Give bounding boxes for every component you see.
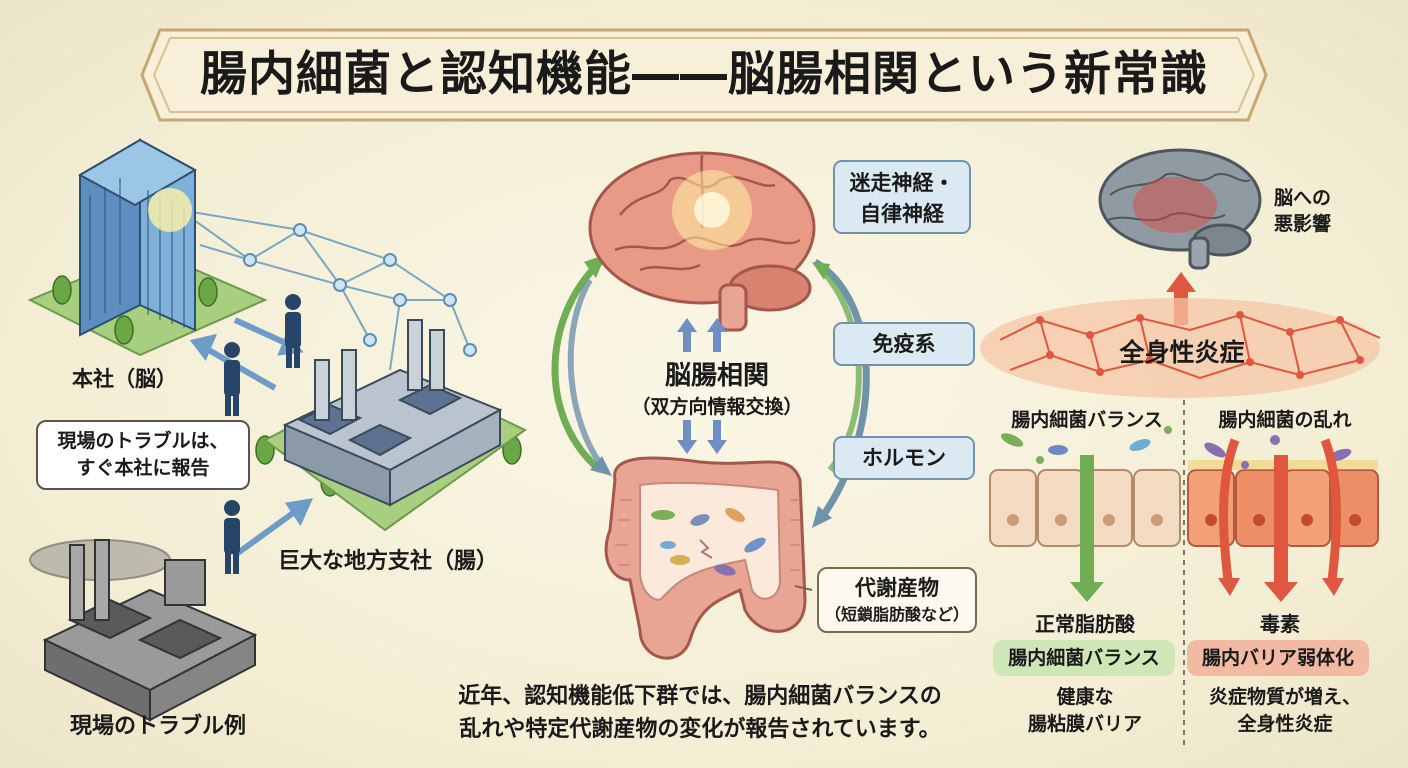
brain-effect-label: 脳への 悪影響 [1274, 185, 1331, 237]
left-arrow-up [551, 259, 603, 473]
intestine-image [604, 456, 807, 660]
bubble-line-1: 現場のトラブルは、 [57, 430, 229, 452]
healthy-epithelium [989, 469, 1181, 547]
pathway-nerve-line-2: 自律神経 [860, 202, 944, 226]
company-analogy-illustration [27, 138, 527, 722]
pathway-immune-box: 免疫系 [833, 322, 975, 366]
affected-brain-image [1098, 148, 1262, 270]
good-result: 健康な 腸粘膜バリア [995, 684, 1175, 738]
trouble-label: 現場のトラブル例 [70, 714, 247, 739]
inflammation-glow [980, 298, 1380, 398]
metabolite-box: 代謝産物 （短鎖脂肪酸など） [817, 567, 977, 633]
bad-result: 炎症物質が増え、 全身性炎症 [1190, 684, 1380, 738]
bad-product-label: 毒素 [1260, 612, 1300, 636]
axis-subtitle: （双方向情報交換） [631, 396, 803, 418]
good-product-label: 正常脂肪酸 [1035, 612, 1135, 636]
axis-title: 脳腸相関 [664, 361, 769, 391]
inflammation-network [999, 313, 1381, 380]
metabolite-sub: （短鎖脂肪酸など） [824, 605, 969, 624]
inflammation-label: 全身性炎症 [1119, 338, 1245, 367]
good-result-line-2: 腸粘膜バリア [1027, 713, 1142, 735]
branch-factory [282, 319, 503, 507]
bad-result-line-1: 炎症物質が増え、 [1208, 686, 1361, 708]
pathway-nerve-line-1: 迷走神経・ [849, 171, 955, 195]
report-speech-bubble: 現場のトラブルは、 すぐ本社に報告 [36, 420, 250, 490]
hq-building [77, 138, 198, 337]
metabolite-title: 代謝産物 [855, 576, 939, 600]
pathway-nerve-box: 迷走神経・ 自律神経 [833, 160, 971, 234]
brain-effect-line-2: 悪影響 [1274, 213, 1332, 235]
exchange-arrows [677, 318, 727, 454]
bad-tag: 腸内バリア弱体化 [1187, 640, 1369, 676]
title-banner [140, 28, 1268, 122]
damaged-epithelium [1187, 469, 1379, 547]
caption: 近年、認知機能低下群では、腸内細菌バランスの 乱れや特定代謝産物の変化が報告され… [420, 680, 980, 746]
brain-effect-line-1: 脳への [1274, 187, 1332, 209]
caption-line-2: 乱れや特定代謝産物の変化が報告されています。 [459, 717, 941, 742]
page-title: 腸内細菌と認知機能――脳腸相関という新常識 [200, 47, 1208, 102]
branch-label: 巨大な地方支社（腸） [278, 549, 499, 574]
caption-line-1: 近年、認知機能低下群では、腸内細菌バランスの [458, 684, 942, 709]
workers [224, 294, 301, 574]
hq-label: 本社（脳） [72, 367, 177, 391]
bad-result-line-2: 全身性炎症 [1237, 713, 1333, 735]
bubble-line-2: すぐ本社に報告 [76, 457, 210, 479]
trouble-factory [29, 539, 258, 722]
network-nodes [243, 223, 477, 357]
bad-column-title: 腸内細菌の乱れ [1218, 409, 1352, 431]
right-arrow-down [813, 258, 870, 523]
good-column-title: 腸内細菌バランス [1011, 409, 1163, 431]
good-tag: 腸内細菌バランス [993, 640, 1175, 676]
brain-image [588, 151, 816, 332]
good-result-line-1: 健康な [1056, 686, 1114, 708]
pathway-hormone-box: ホルモン [833, 436, 975, 480]
